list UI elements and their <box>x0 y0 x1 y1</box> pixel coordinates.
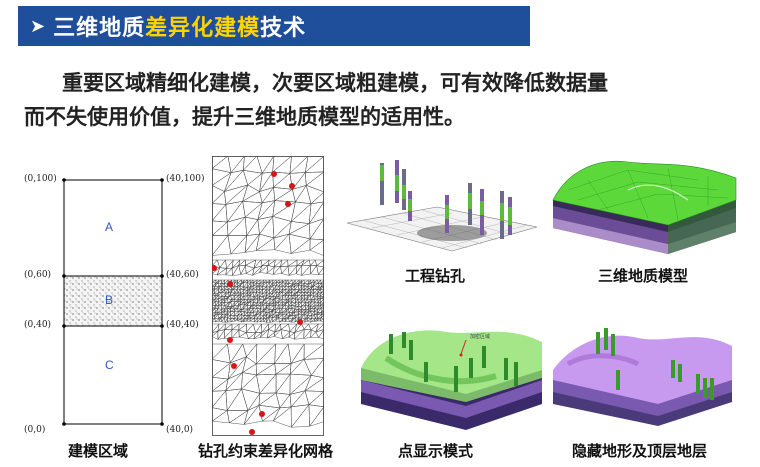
caption-region: 建模区域 <box>68 442 129 460</box>
drill-point <box>212 265 217 271</box>
region-b-fill <box>64 276 162 326</box>
coord-40-60: (40,60) <box>166 270 199 280</box>
section-banner: ➤ 三维地质差异化建模技术 <box>18 6 530 46</box>
mesh-cell <box>316 265 324 276</box>
mesh-cell <box>309 238 324 256</box>
drill-point <box>227 281 233 287</box>
paragraph-line-2: 而不失使用价值，提升三维地质模型的适用性。 <box>24 105 465 129</box>
region-a-label: A <box>105 220 114 234</box>
body-paragraph: 重要区域精细化建模，次要区域粗建模，可有效降低数据量 而不失使用价值，提升三维地… <box>24 66 722 129</box>
hidden-terrain-image <box>553 328 732 426</box>
drill-point <box>231 363 237 369</box>
coord-0-40: (0,40) <box>24 320 52 330</box>
mesh-cell <box>319 317 324 323</box>
drill-holes-image <box>346 160 538 252</box>
coord-0-60: (0,60) <box>24 270 52 280</box>
mesh-cell <box>315 329 324 339</box>
drill-point <box>271 171 277 177</box>
coord-0-0: (0,0) <box>24 425 46 435</box>
title-highlight: 差异化建模 <box>145 16 261 41</box>
drill-point <box>285 201 291 207</box>
drill-point <box>289 183 295 189</box>
mesh-cell <box>308 404 324 427</box>
region-c-label: C <box>105 358 114 372</box>
region-b-label: B <box>105 293 114 307</box>
geo-model-image <box>552 160 737 254</box>
region-outline <box>63 179 163 425</box>
coord-40-40: (40,40) <box>166 320 199 330</box>
drill-point <box>259 411 265 417</box>
caption-point-mode: 点显示模式 <box>398 442 474 460</box>
caption-mesh: 钻孔约束差异化网格 <box>198 442 334 460</box>
caption-3d-model: 三维地质模型 <box>598 267 689 285</box>
coord-0-100: (0,100) <box>24 174 57 184</box>
arrow-right-icon: ➤ <box>30 15 46 37</box>
point-mode-image: 加密区域 <box>361 330 542 430</box>
section-title: 三维地质差异化建模技术 <box>53 16 307 41</box>
coord-40-100: (40,100) <box>166 174 205 184</box>
annotation-label: 加密区域 <box>470 333 490 340</box>
drill-point <box>227 337 233 343</box>
caption-drill: 工程钻孔 <box>405 267 466 285</box>
drill-point <box>249 429 255 435</box>
caption-hidden-terrain: 隐藏地形及顶层地层 <box>572 442 708 460</box>
drill-point <box>297 319 303 325</box>
paragraph-line-1: 重要区域精细化建模，次要区域粗建模，可有效降低数据量 <box>62 71 608 95</box>
triangular-mesh <box>212 156 324 436</box>
coord-40-0: (40,0) <box>166 425 194 435</box>
